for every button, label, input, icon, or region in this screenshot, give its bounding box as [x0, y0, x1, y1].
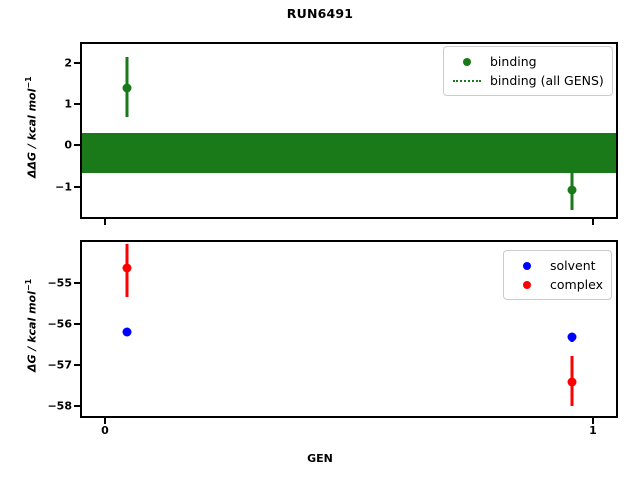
all-gens-dotted-line — [82, 139, 616, 142]
ytick-label: −57 — [47, 358, 72, 372]
all-gens-dotted-line — [82, 147, 616, 150]
all-gens-dotted-line — [82, 159, 616, 162]
ytick-mark — [74, 103, 80, 105]
page-title: RUN6491 — [286, 6, 354, 21]
all-gens-dotted-line — [82, 164, 616, 167]
xtick-label: 0 — [101, 424, 109, 437]
all-gens-dotted-line — [82, 152, 616, 155]
binding-ytick-labels: 2 1 0 −1 −55 −56 −57 −58 — [0, 0, 80, 480]
all-gens-dotted-line — [82, 132, 616, 135]
ytick-label: −55 — [47, 276, 72, 290]
all-gens-dotted-line — [82, 165, 616, 168]
all-gens-dotted-line — [82, 156, 616, 159]
all-gens-dotted-line — [82, 146, 616, 149]
legend-marker-icon — [510, 261, 544, 270]
all-gens-dotted-line — [82, 153, 616, 156]
legend-item-complex[interactable]: complex — [510, 275, 603, 294]
all-gens-dotted-line — [82, 154, 616, 157]
legend-item-solvent[interactable]: solvent — [510, 256, 603, 275]
ytick-mark — [74, 186, 80, 188]
all-gens-dotted-line — [82, 144, 616, 147]
all-gens-dotted-line — [82, 150, 616, 153]
all-gens-dotted-line — [82, 138, 616, 141]
ytick-label: 1 — [64, 97, 72, 111]
all-gens-dotted-line — [82, 163, 616, 166]
all-gens-dotted-line — [82, 145, 616, 148]
data-point — [567, 332, 576, 342]
data-point — [567, 185, 576, 195]
ytick-mark — [74, 405, 80, 407]
all-gens-dotted-line — [82, 166, 616, 169]
ytick-mark — [74, 62, 80, 64]
phase-yaxis-exponent: −1 — [24, 278, 33, 292]
all-gens-dotted-line — [82, 170, 616, 173]
all-gens-dotted-line — [82, 168, 616, 171]
xtick-mark-bottom — [104, 418, 106, 424]
ytick-label: −1 — [55, 180, 72, 194]
legend-dotted-line-icon — [450, 79, 484, 82]
all-gens-dotted-line — [82, 133, 616, 136]
all-gens-dotted-line — [82, 161, 616, 164]
binding-plot-area — [80, 42, 618, 219]
binding-yaxis-label: ΔΔG / kcal mol−1 — [24, 76, 39, 178]
ytick-mark — [74, 144, 80, 146]
phase-legend: solvent complex — [503, 250, 612, 300]
xtick-mark-bottom — [592, 418, 594, 424]
data-point — [122, 83, 131, 93]
data-point — [122, 263, 131, 273]
ytick-label: 2 — [64, 56, 72, 70]
data-point — [122, 327, 131, 337]
ytick-mark — [74, 282, 80, 284]
all-gens-dotted-line — [82, 148, 616, 151]
xaxis-label: GEN — [307, 452, 333, 465]
xtick-mark-top — [104, 219, 106, 225]
legend-item-binding-all-gens[interactable]: binding (all GENS) — [450, 71, 604, 90]
ytick-mark — [74, 364, 80, 366]
ytick-mark — [74, 323, 80, 325]
ytick-label: −58 — [47, 399, 72, 413]
all-gens-dotted-line — [82, 155, 616, 158]
all-gens-dotted-line — [82, 143, 616, 146]
all-gens-dotted-line — [82, 167, 616, 170]
all-gens-dotted-line — [82, 136, 616, 139]
all-gens-dotted-line — [82, 160, 616, 163]
binding-yaxis-symbol: ΔΔG / kcal mol — [25, 88, 39, 178]
xtick-label: 1 — [589, 424, 597, 437]
all-gens-dotted-line — [82, 162, 616, 165]
legend-marker-icon — [510, 280, 544, 289]
all-gens-dotted-line — [82, 171, 616, 174]
data-point — [567, 377, 576, 387]
all-gens-dotted-line — [82, 157, 616, 160]
legend-label: binding (all GENS) — [490, 73, 604, 88]
all-gens-dotted-line — [82, 140, 616, 143]
binding-yaxis-exponent: −1 — [24, 76, 33, 89]
ytick-label: −56 — [47, 317, 72, 331]
xtick-mark-top — [592, 219, 594, 225]
legend-label: binding — [490, 54, 537, 69]
all-gens-dotted-line — [82, 135, 616, 138]
all-gens-dotted-line — [82, 142, 616, 145]
phase-yaxis-symbol: ΔG / kcal mol — [25, 291, 39, 372]
all-gens-dotted-line — [82, 134, 616, 137]
legend-marker-icon — [450, 57, 484, 66]
legend-label: solvent — [550, 258, 596, 273]
legend-item-binding[interactable]: binding — [450, 52, 604, 71]
all-gens-dotted-line — [82, 141, 616, 144]
all-gens-dotted-line — [82, 149, 616, 152]
all-gens-dotted-line — [82, 169, 616, 172]
all-gens-dotted-line — [82, 137, 616, 140]
legend-label: complex — [550, 277, 603, 292]
all-gens-dotted-line — [82, 151, 616, 154]
phase-yaxis-label: ΔG / kcal mol−1 — [24, 279, 39, 372]
ytick-label: 0 — [64, 138, 72, 152]
all-gens-dotted-line — [82, 158, 616, 161]
binding-legend: binding binding (all GENS) — [443, 46, 613, 96]
